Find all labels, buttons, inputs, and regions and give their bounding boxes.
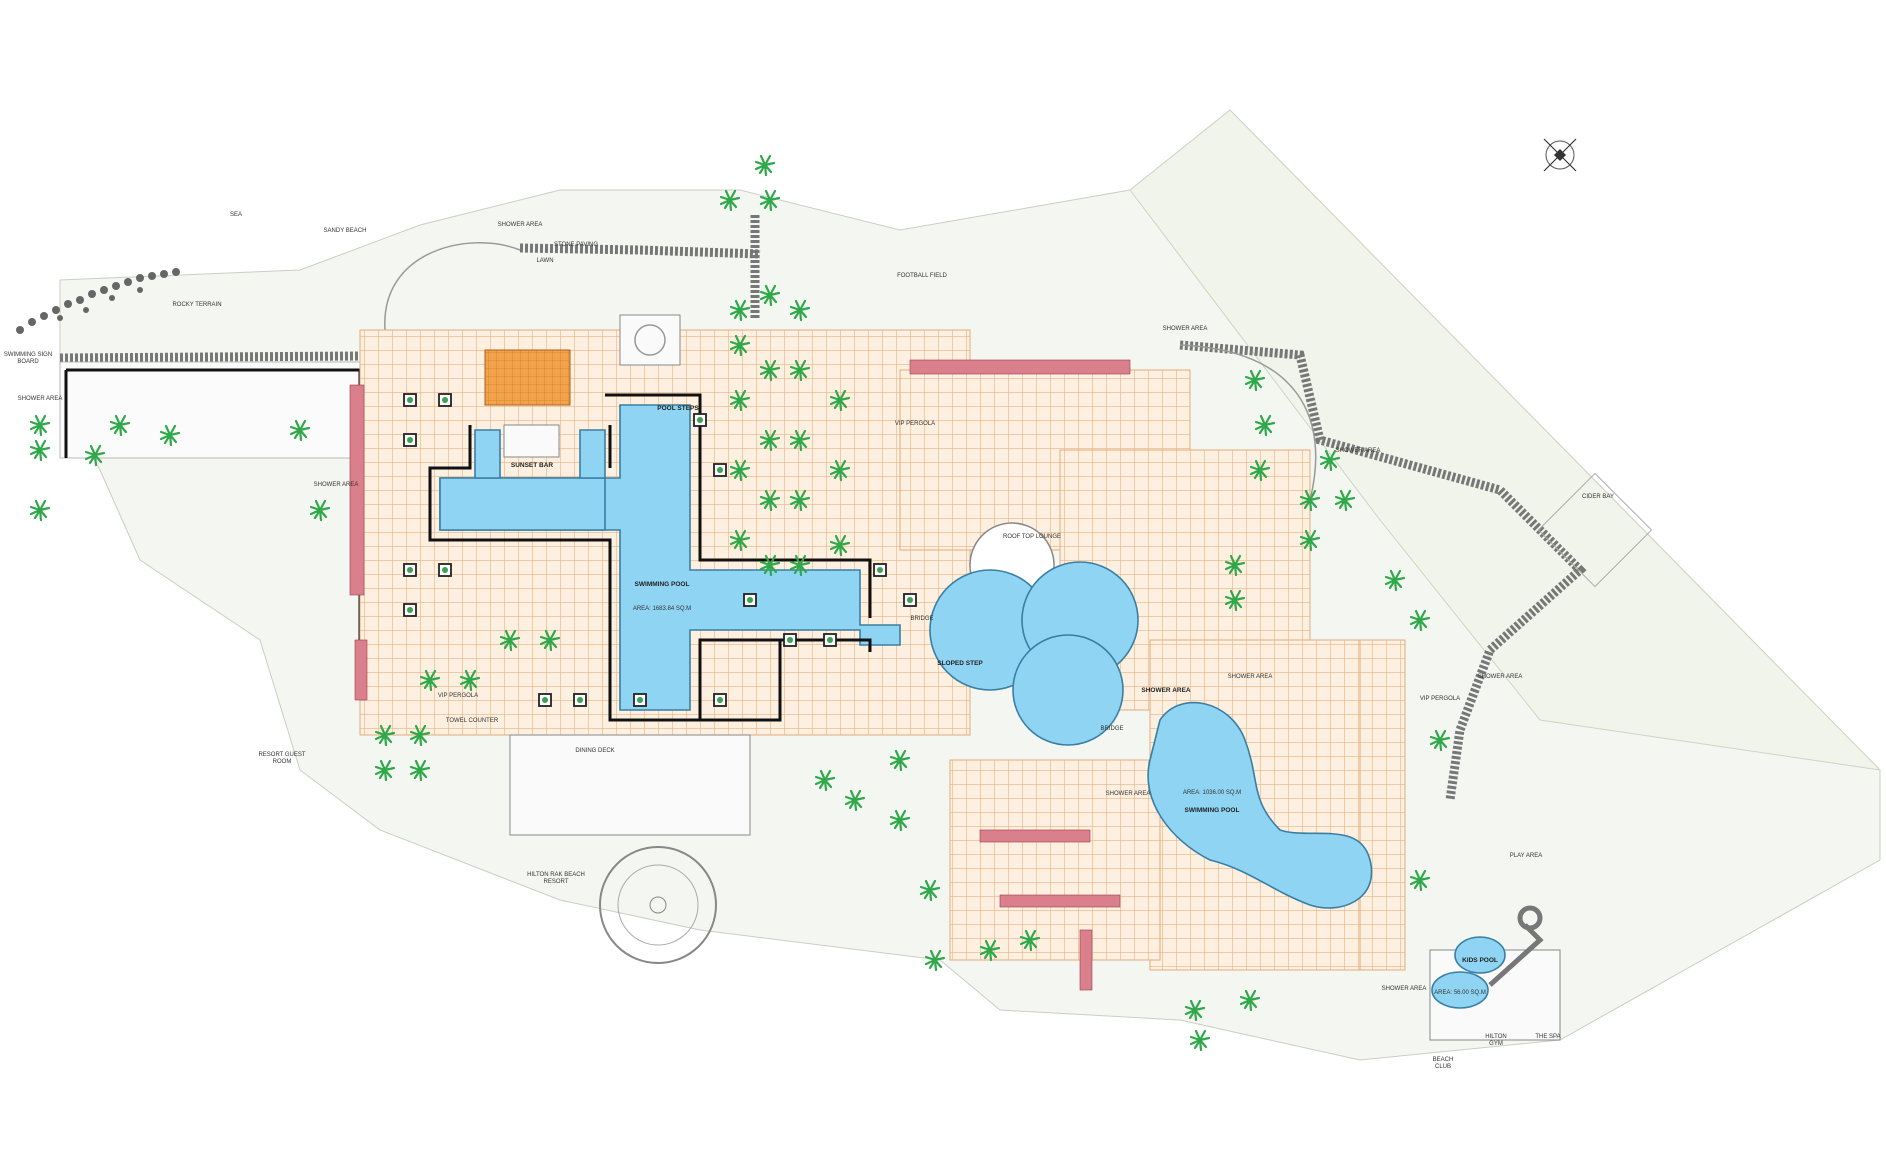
label-vip-pergola-bottom: VIP PERGOLA [438, 693, 478, 699]
fountain-plaza [619, 314, 681, 366]
fountain-icon [634, 324, 666, 356]
hedge-left-lower [354, 639, 368, 701]
main-pool-stub [474, 429, 501, 479]
sports-court [484, 349, 571, 406]
resort-rotunda-inner [617, 864, 699, 946]
label-stone-paving: STONE PAVING [554, 242, 598, 248]
label-shower-area-vert: SHOWER AREA [1106, 791, 1151, 797]
second-swimming-pool [1147, 701, 1373, 909]
kids-pool-lower [1431, 971, 1489, 1009]
hedge-vertical [1079, 929, 1093, 991]
label-vip-pergola-right: VIP PERGOLA [1420, 696, 1460, 702]
label-sloped-step: SLOPED STEP [937, 660, 983, 667]
label-play-area: PLAY AREA [1510, 853, 1542, 859]
label-area-main: AREA: 1683.84 SQ.M [633, 606, 691, 612]
label-the-spa: THE SPA [1535, 1034, 1560, 1040]
hedge-bottom [999, 894, 1121, 908]
main-pool-west-arm [439, 477, 606, 531]
label-lawn: LAWN [536, 258, 553, 264]
lower-deck [949, 759, 1161, 961]
right-court-wall [610, 638, 782, 722]
stone-paving-path-right [1179, 340, 1587, 801]
label-vip-pergola-top: VIP PERGOLA [895, 421, 935, 427]
label-bridge-1: BRIDGE [910, 616, 933, 622]
label-dining-deck: DINING DECK [575, 748, 614, 754]
label-shower-area-bottom: SHOWER AREA [1382, 986, 1427, 992]
round-pool-3 [1012, 634, 1124, 746]
hedge-top [909, 359, 1131, 375]
hedge-left [349, 384, 365, 596]
label-shower-area-mid-left: SHOWER AREA [314, 482, 359, 488]
label-shower-area-pool2: SHOWER AREA [1141, 687, 1191, 694]
label-kids-pool: KIDS POOL [1462, 957, 1498, 964]
triangle-field [1129, 109, 1882, 771]
edge-deck [1359, 639, 1406, 971]
label-shower-area-left: SHOWER AREA [18, 396, 63, 402]
beach-curve [384, 242, 521, 331]
label-rocky-terrain: ROCKY TERRAIN [172, 302, 221, 308]
stone-paving-path-top [519, 243, 761, 259]
label-pool-steps: POOL STEPS [657, 405, 699, 412]
label-cider-bay: CIDER BAY [1582, 494, 1614, 500]
label-area-kids: AREA: 56.00 SQ.M [1434, 990, 1486, 996]
label-sandy-beach: SANDY BEACH [324, 228, 367, 234]
label-towel-counter: TOWEL COUNTER [446, 718, 499, 724]
plan-labels: SEA SANDY BEACH SHOWER AREA STONE PAVING… [4, 212, 1614, 1070]
label-swimming-pool-2: SWIMMING POOL [1185, 807, 1240, 814]
resort-rotunda [599, 846, 717, 964]
curve-right [1179, 344, 1317, 501]
label-shower-area-right-top: SHOWER AREA [1163, 326, 1208, 332]
label-shower-area-right: SHOWER AREA [1336, 448, 1381, 454]
rocky-terrain [16, 268, 180, 334]
compass-rose-icon [1543, 138, 1577, 172]
label-bridge-2: BRIDGE [1100, 726, 1123, 732]
resort-rotunda-core [649, 896, 667, 914]
label-sea: SEA [230, 212, 242, 218]
label-area-2: AREA: 1036.00 SQ.M [1183, 790, 1241, 796]
hedge-lower [979, 829, 1091, 843]
dining-deck-building [509, 734, 751, 836]
label-shower-area-top: SHOWER AREA [498, 222, 543, 228]
kids-slide-loop [1517, 905, 1543, 931]
kids-pool-upper [1454, 936, 1506, 974]
sunset-bar-building [503, 424, 560, 458]
label-roof-top-lounge: ROOF TOP LOUNGE [1003, 534, 1061, 540]
main-pool-stub-2 [579, 429, 606, 479]
label-swimming-pool-main: SWIMMING POOL [635, 581, 690, 588]
label-football-field: FOOTBALL FIELD [897, 273, 947, 279]
cider-bay-pavilion [1537, 472, 1653, 588]
left-wing-area [59, 361, 361, 459]
label-shower-area-far-right: SHOWER AREA [1478, 674, 1523, 680]
label-sunset-bar: SUNSET BAR [511, 462, 554, 469]
label-shower-area-r2: SHOWER AREA [1228, 674, 1273, 680]
